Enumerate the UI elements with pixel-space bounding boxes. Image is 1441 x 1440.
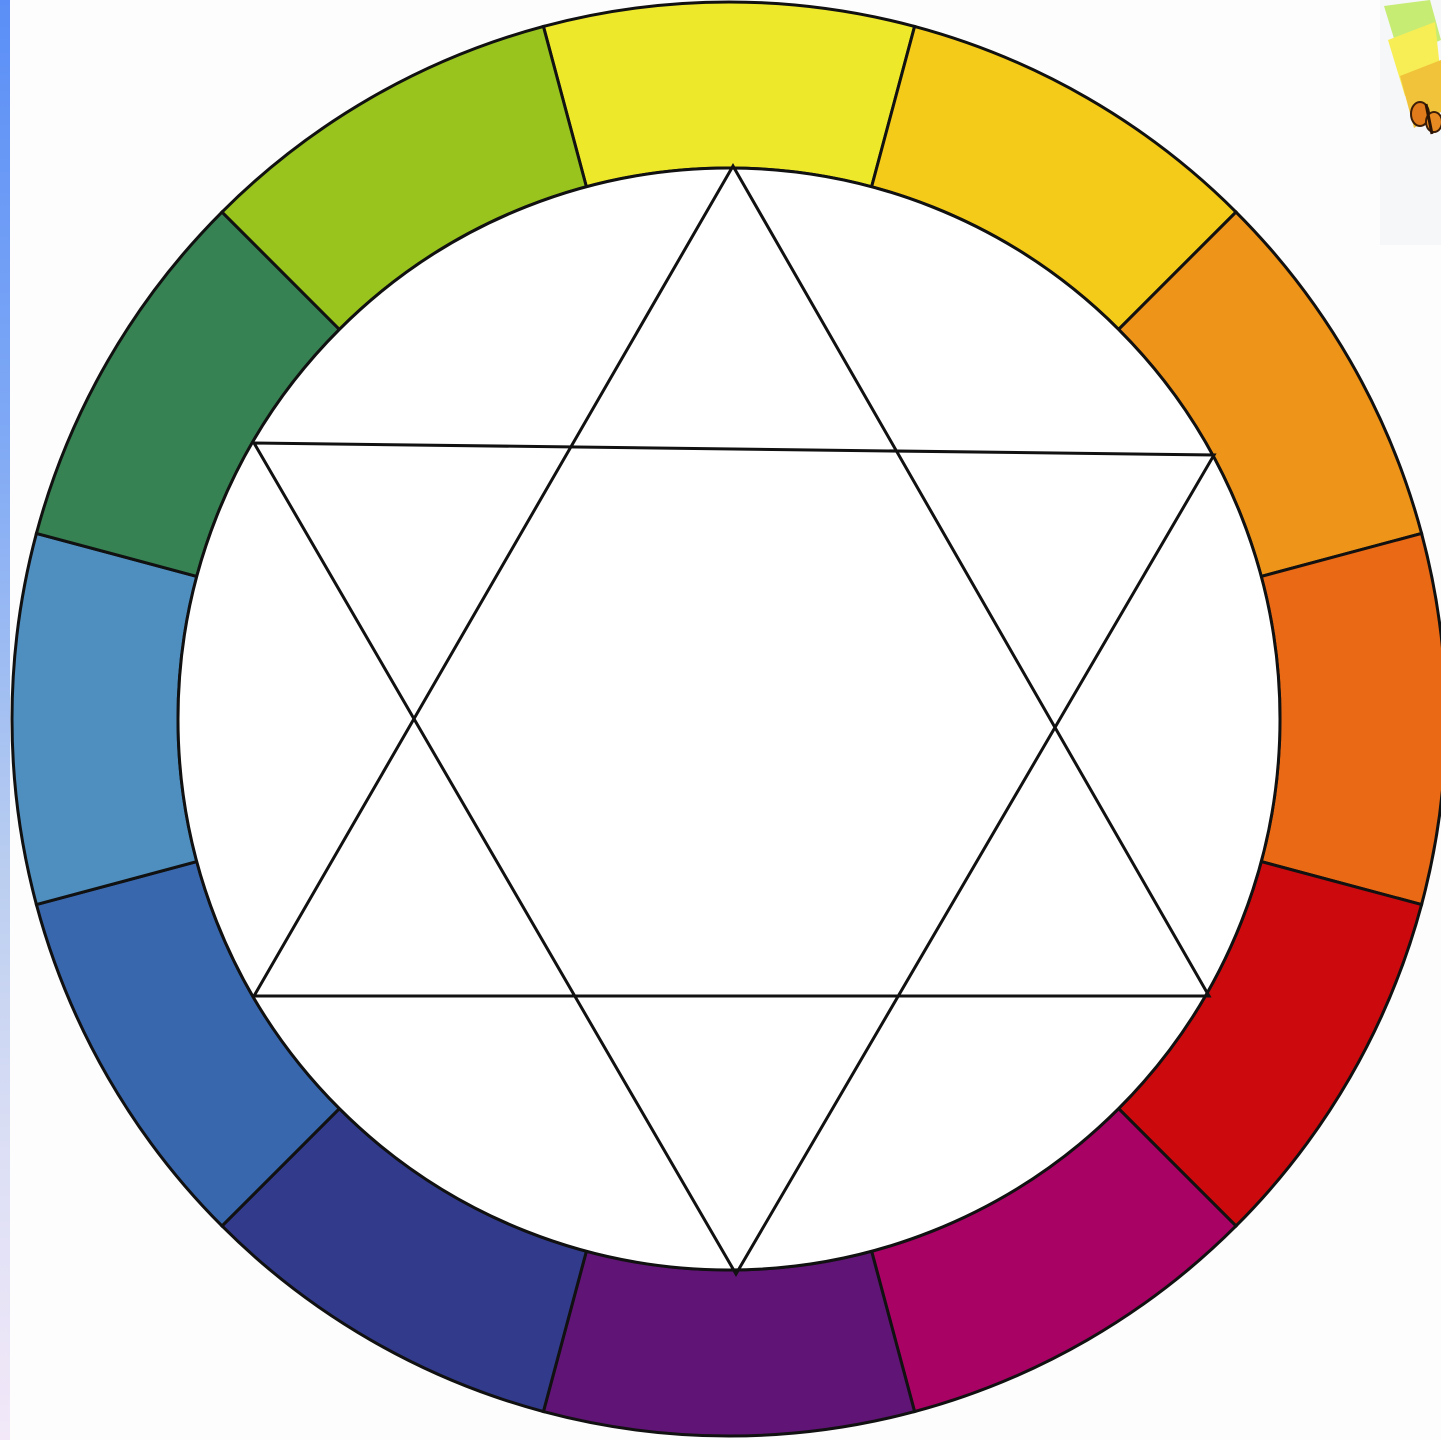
ring-segment-violet (543, 1251, 914, 1436)
ring-segment-yellow (543, 2, 914, 187)
ring-segment-red-orange (1261, 533, 1441, 904)
inner-white-circle (178, 168, 1280, 1270)
ring-segment-blue-green (12, 533, 197, 904)
